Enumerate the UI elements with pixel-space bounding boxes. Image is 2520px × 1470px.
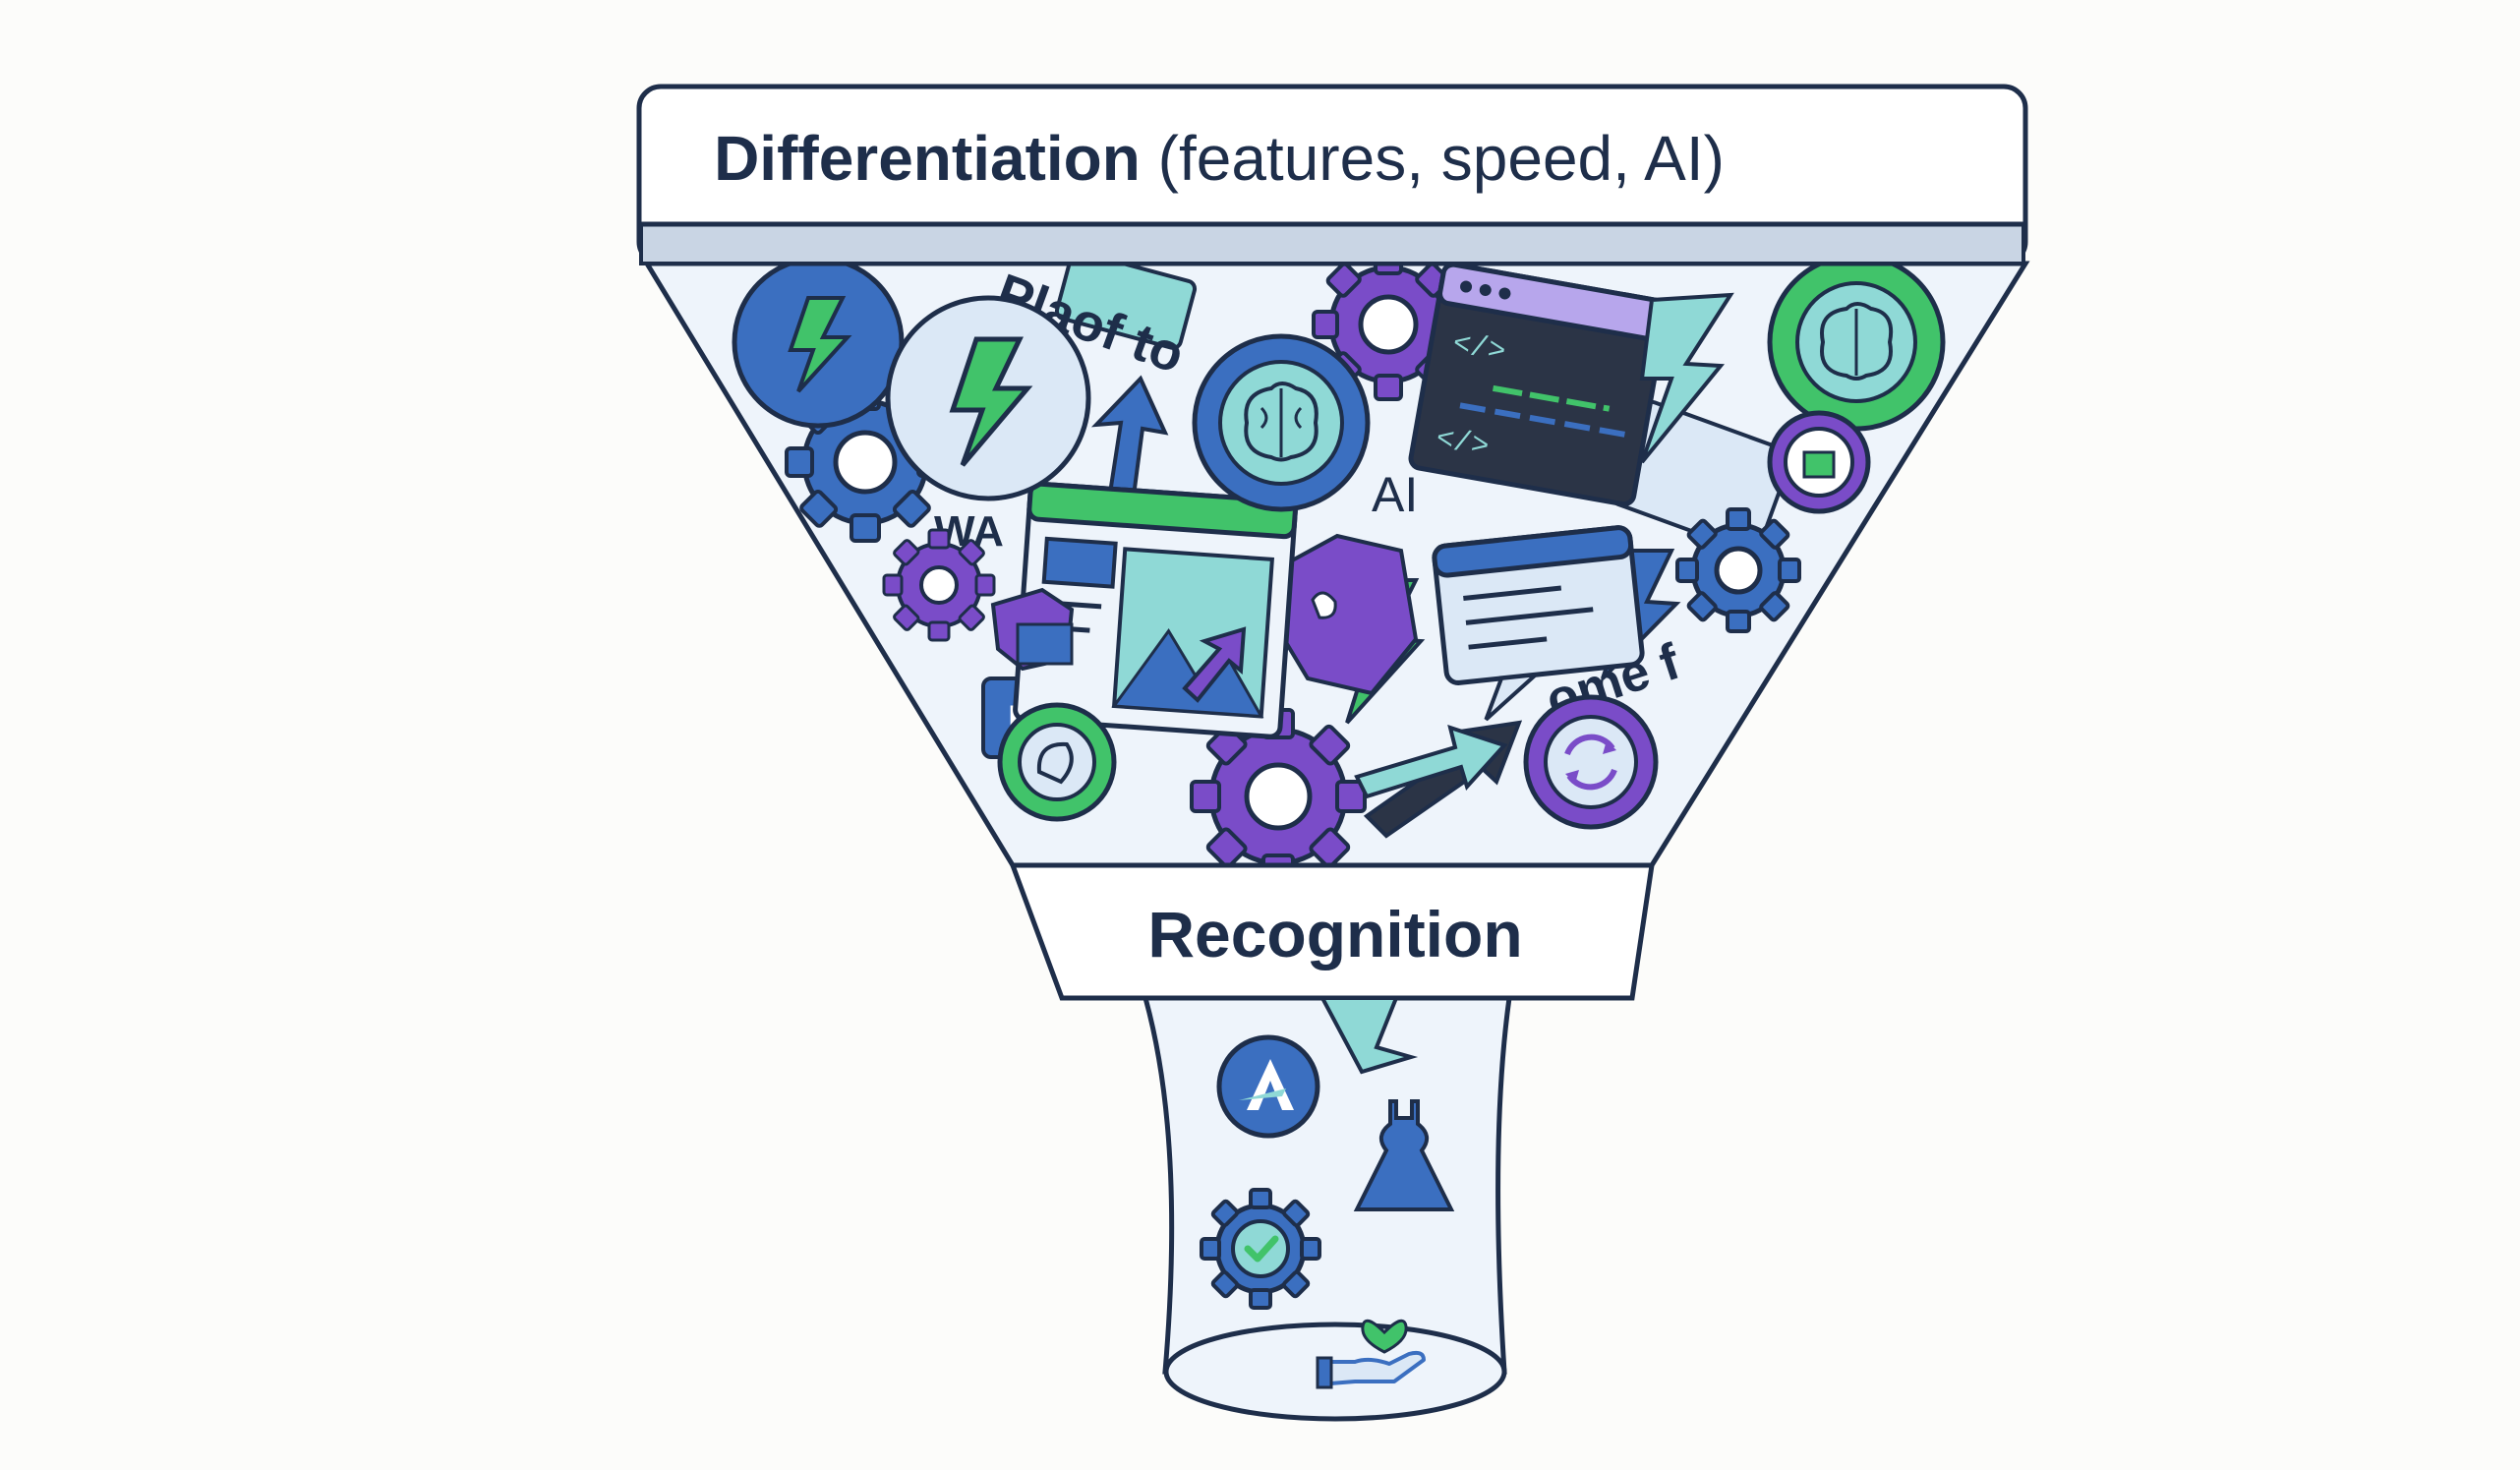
gear-icon: [997, 702, 1117, 822]
differentiation-label-bold: Differentiation: [714, 123, 1141, 194]
funnel-cone: Plaof to AI WA IT ome f: [642, 261, 2030, 868]
lightning-bolt-icon: [1639, 292, 1734, 464]
heart-hand-icon: [1316, 1319, 1426, 1389]
brain-circuit-icon: [1192, 333, 1371, 512]
arrow-up-icon: [1182, 626, 1247, 703]
chat-bubble-icon: [1432, 525, 1645, 722]
falling-shape-icon: [1319, 998, 1419, 1075]
shield-icon: [990, 587, 1075, 672]
gear-icon: [1675, 507, 1801, 633]
brand-a-icon: [1216, 1034, 1320, 1139]
arrow-up-icon: [1354, 724, 1508, 799]
gear-check-icon: [1200, 1188, 1321, 1310]
recognition-ring: Recognition: [1009, 862, 1655, 1001]
funnel-tube: [1142, 995, 1512, 1422]
scattered-text-2: AI: [1372, 467, 1418, 522]
lightning-bolt-icon: [732, 264, 905, 429]
recognition-label: Recognition: [1147, 898, 1522, 970]
differentiation-label-detail: (features, speed, AI): [1141, 123, 1725, 194]
code-window-icon: </> </>: [1408, 264, 1670, 507]
lightning-bolt-icon: [885, 295, 1091, 501]
cone-contents: Plaof to AI WA IT ome f: [732, 264, 1946, 865]
sync-arrows-icon: [1523, 694, 1659, 830]
gear-icon: [1312, 264, 1465, 401]
gear-icon: [882, 528, 996, 642]
puzzle-icon: [1767, 410, 1871, 514]
chat-bubble-icon: [1054, 264, 1198, 350]
dress-icon: [1353, 1099, 1455, 1211]
top-rim: Differentiation (features, speed, AI): [636, 84, 2028, 266]
brain-circuit-icon: [1767, 264, 1946, 432]
differentiation-label: Differentiation (features, speed, AI): [714, 123, 1725, 194]
browser-image-icon: [1013, 481, 1298, 739]
